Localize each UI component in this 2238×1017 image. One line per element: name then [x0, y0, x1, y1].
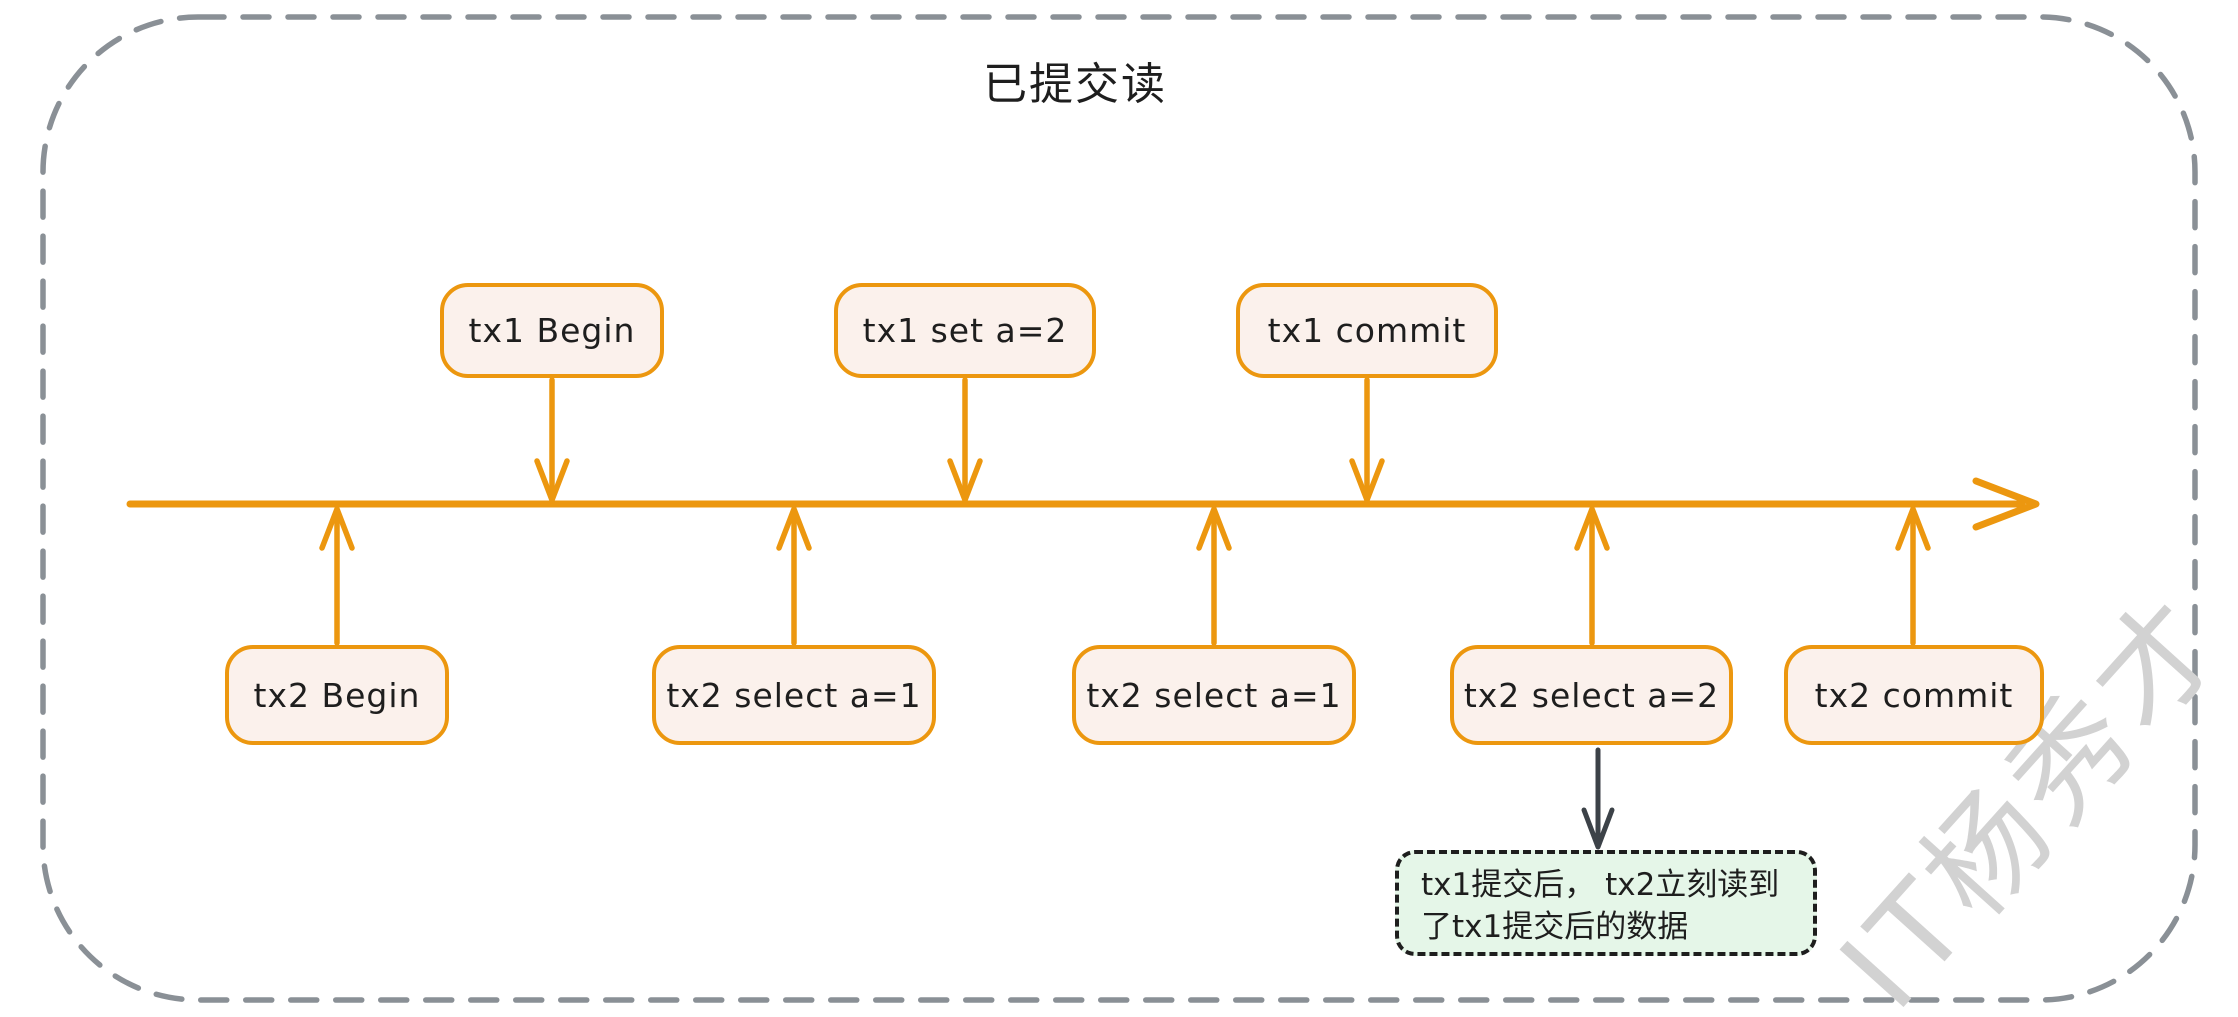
node-tx1-commit: tx1 commit — [1236, 283, 1498, 378]
node-label: tx2 Begin — [253, 675, 421, 715]
arrow-select-to-note — [1581, 747, 1615, 850]
arrow-tx2-select1-up — [776, 506, 812, 646]
node-label: tx2 select a=1 — [666, 675, 922, 715]
note-line-2: 了tx1提交后的数据 — [1421, 909, 1689, 945]
node-tx1-begin: tx1 Begin — [440, 283, 664, 378]
note-box: tx1提交后， tx2立刻读到 了tx1提交后的数据 — [1395, 850, 1817, 956]
node-tx1-set-a2: tx1 set a=2 — [834, 283, 1096, 378]
arrow-tx2-select3-up — [1574, 506, 1610, 646]
arrow-tx2-commit-up — [1895, 506, 1931, 646]
note-line-1: tx1提交后， tx2立刻读到 — [1421, 867, 1780, 903]
node-label: tx1 commit — [1267, 311, 1467, 350]
node-label: tx1 set a=2 — [862, 311, 1068, 350]
node-tx2-select-a2: tx2 select a=2 — [1450, 645, 1733, 745]
arrow-tx1-begin-down — [534, 377, 570, 503]
node-tx2-begin: tx2 Begin — [225, 645, 449, 745]
node-label: tx2 select a=2 — [1463, 675, 1720, 715]
node-label: tx1 Begin — [468, 311, 636, 350]
outer-dashed-border — [40, 14, 2198, 1003]
arrow-tx2-begin-up — [319, 506, 355, 646]
node-label: tx2 commit — [1814, 675, 2014, 715]
node-tx2-select-a1-first: tx2 select a=1 — [652, 645, 936, 745]
arrow-tx2-select2-up — [1196, 506, 1232, 646]
arrow-tx1-set-down — [947, 377, 983, 503]
arrow-tx1-commit-down — [1349, 377, 1385, 503]
timeline-arrow — [126, 477, 2040, 531]
node-tx2-select-a1-second: tx2 select a=1 — [1072, 645, 1356, 745]
node-tx2-commit: tx2 commit — [1784, 645, 2044, 745]
node-label: tx2 select a=1 — [1086, 675, 1342, 715]
diagram-title: 已提交读 — [983, 59, 1167, 110]
